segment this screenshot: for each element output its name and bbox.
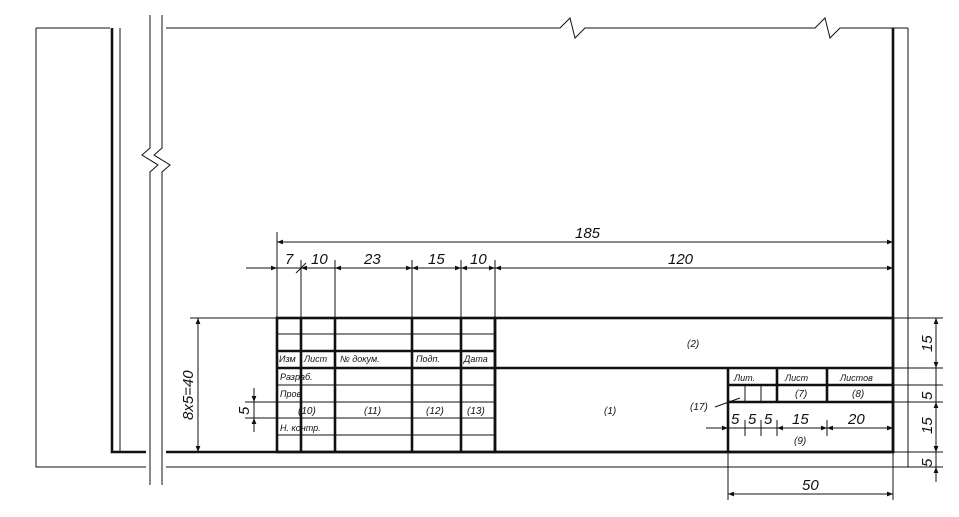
dim-right-top: 15 bbox=[919, 335, 936, 352]
dim-lit-a: 5 bbox=[731, 411, 740, 428]
header-doc-number: № докум. bbox=[340, 354, 380, 364]
header-date: Дата bbox=[463, 354, 488, 364]
row-label-prov: Пров bbox=[280, 389, 302, 399]
dim-overall: 185 bbox=[575, 225, 601, 242]
field-ref-11: (11) bbox=[364, 406, 381, 417]
field-ref-7: (7) bbox=[795, 389, 807, 400]
dim-row-step: 5 bbox=[236, 406, 253, 415]
title-block-grid bbox=[275, 316, 895, 454]
dim-col2: 10 bbox=[311, 251, 328, 268]
field-ref-8: (8) bbox=[852, 389, 864, 400]
header-list: Лист bbox=[303, 354, 328, 364]
dim-bottom-width: 50 bbox=[802, 477, 819, 494]
dim-listov-width: 20 bbox=[847, 411, 865, 428]
right-header-lit: Лит. bbox=[733, 373, 755, 383]
dim-col1: 7 bbox=[285, 251, 294, 268]
left-dimensions bbox=[190, 317, 277, 452]
top-dimensions bbox=[246, 232, 894, 318]
field-ref-10: (10) bbox=[298, 406, 316, 417]
dim-lit-c: 5 bbox=[764, 411, 773, 428]
dim-col6: 120 bbox=[668, 251, 694, 268]
dim-right-low: 15 bbox=[919, 417, 936, 434]
field-ref-1: (1) bbox=[604, 406, 616, 417]
dim-col5: 10 bbox=[470, 251, 487, 268]
inner-dimensions bbox=[706, 397, 893, 436]
field-ref-2: (2) bbox=[687, 339, 699, 350]
field-ref-12: (12) bbox=[426, 406, 444, 417]
dim-col4: 15 bbox=[428, 251, 445, 268]
dim-lit-b: 5 bbox=[748, 411, 757, 428]
dim-right-mid: 5 bbox=[919, 391, 936, 400]
dim-rows: 8x5=40 bbox=[180, 370, 197, 420]
row-label-razrab: Разраб. bbox=[280, 372, 313, 382]
dim-list-width: 15 bbox=[792, 411, 809, 428]
break-lines bbox=[141, 15, 171, 485]
right-header-listov: Листов bbox=[839, 373, 873, 383]
bottom-dimensions bbox=[727, 452, 894, 500]
row-label-n-kontr: Н. контр. bbox=[280, 423, 321, 433]
header-signature: Подп. bbox=[416, 354, 440, 364]
header-izm: Изм bbox=[279, 354, 296, 364]
field-ref-13: (13) bbox=[467, 406, 485, 417]
right-header-list: Лист bbox=[784, 373, 809, 383]
dim-right-bottom: 5 bbox=[919, 458, 936, 467]
field-ref-9: (9) bbox=[794, 436, 806, 447]
field-ref-17: (17) bbox=[690, 402, 708, 413]
dim-col3: 23 bbox=[363, 251, 381, 268]
right-dimensions bbox=[893, 317, 943, 482]
